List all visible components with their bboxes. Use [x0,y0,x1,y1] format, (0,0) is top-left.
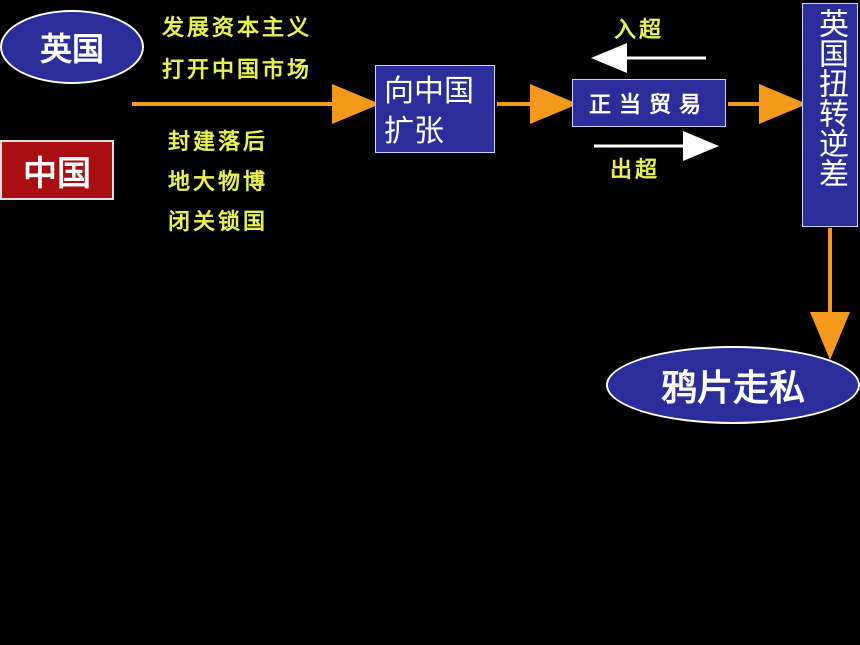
uk-reverse-deficit-node: 英国扭转逆差 [802,3,858,227]
china-trait-1: 封建落后 [168,129,269,155]
china-label: 中国 [23,153,91,194]
export-surplus-label: 出超 [610,157,661,183]
china-trait-2: 地大物博 [168,169,269,195]
expand-to-china-node: 向中国 扩张 [375,65,495,153]
uk-node: 英国 [0,10,144,84]
china-trait-3: 闭关锁国 [168,209,269,235]
uk-trait-1: 发展资本主义 [162,15,313,41]
opium-label: 鸦片走私 [660,368,805,409]
legit-trade-node: 正当贸易 [572,79,726,127]
legit-trade-label: 正当贸易 [588,92,709,118]
expand-line-1: 向中国 [384,74,474,109]
uk-label: 英国 [39,30,104,68]
import-surplus-label: 入超 [614,17,665,43]
uk-reverse-label: 英国扭转逆差 [813,8,848,188]
china-node: 中国 [0,140,114,200]
expand-line-2: 扩张 [384,114,444,149]
uk-trait-2: 打开中国市场 [162,57,313,83]
opium-smuggling-node: 鸦片走私 [606,346,860,424]
